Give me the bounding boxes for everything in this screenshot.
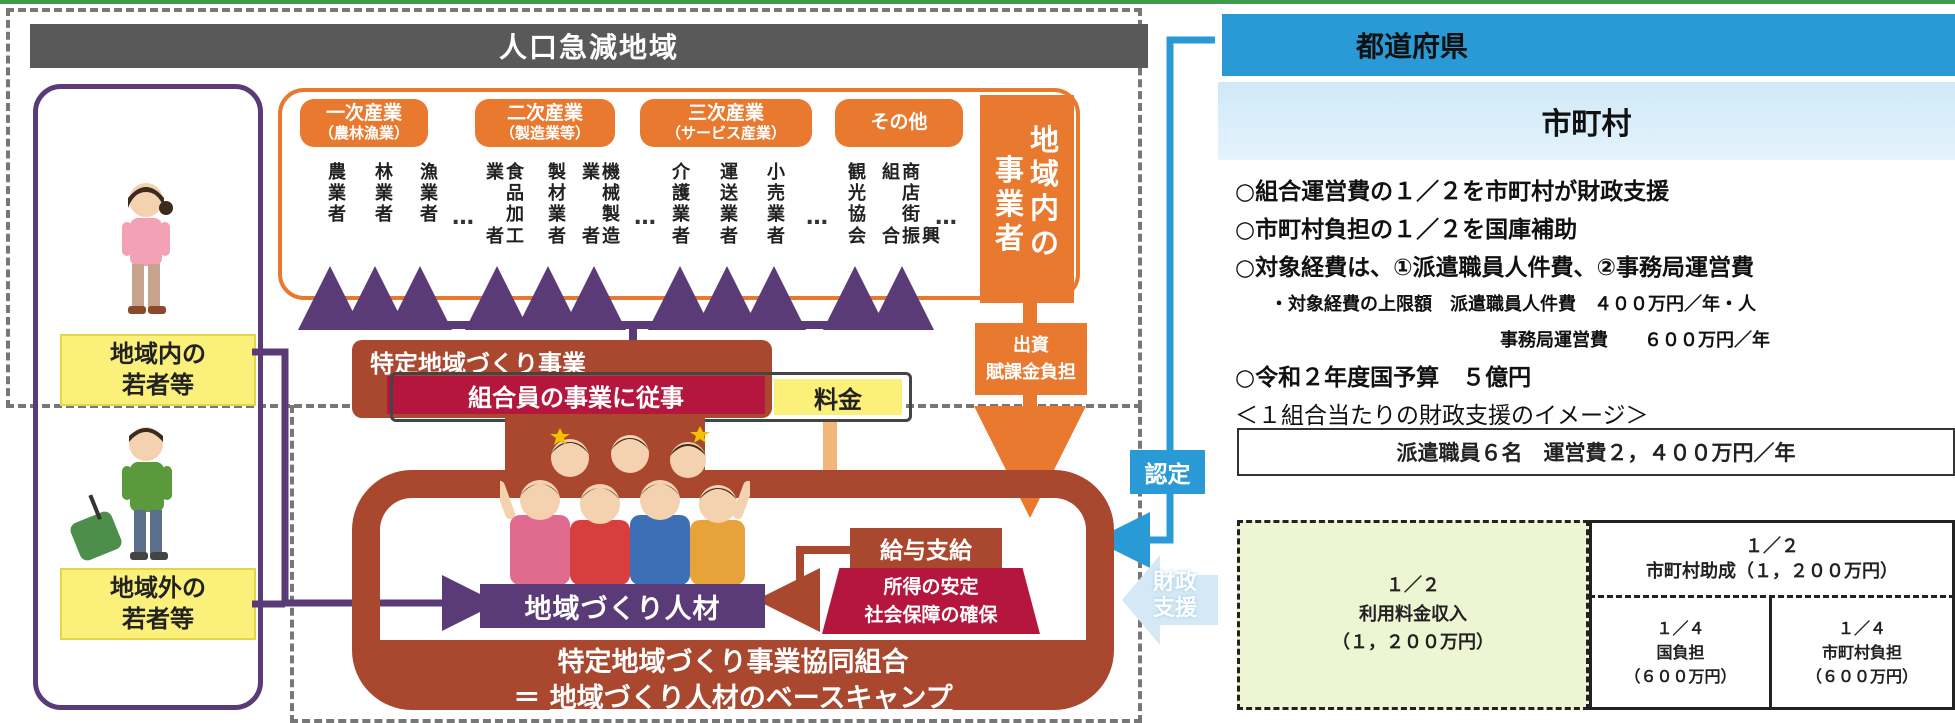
region-title: 人口急減地域	[30, 24, 1148, 68]
prefecture-band	[1602, 14, 1955, 76]
project-subtitle: 組合員の事業に従事	[387, 376, 765, 414]
image-title: ＜１組合当たりの財政支援のイメージ＞	[1235, 403, 1649, 429]
certify-label: 認定	[1130, 450, 1205, 494]
salary-title: 給与支給	[850, 528, 1002, 568]
muni-burden-label: 市町村負担	[1821, 642, 1902, 662]
coop-tagline: 地域づくり人材のベースキャンプ	[549, 683, 953, 714]
coop-name: 特定地域づくり事業協同組合	[557, 647, 909, 678]
fee-income-block: １／２ 利用料金収入 （１，２００万円）	[1237, 520, 1589, 710]
coop-stem	[505, 418, 705, 478]
fiscal-support-label: 財政 支援	[1152, 570, 1197, 622]
cap-row-2: 事務局運営費 ６００万円／年	[1500, 330, 1770, 351]
ellipsis-2: …	[634, 205, 656, 230]
business-foresters: 林業者	[375, 162, 393, 226]
cap-row-1: ・対象経費の上限額 派遣職員人件費 ４００万円／年・人	[1270, 294, 1756, 315]
business-food-processing: 業 者 食品加工	[486, 162, 524, 247]
national-label: 国負担	[1656, 642, 1705, 662]
coop-equals: ＝	[513, 683, 541, 714]
support-line-1: ○組合運営費の１／２を市町村が財政支援	[1235, 179, 1670, 205]
local-business-box: 地域内の 事業者	[980, 95, 1074, 303]
prefecture-header: 都道府県	[1222, 14, 1602, 76]
business-tourism: 観光協会	[848, 162, 866, 247]
traveler-man-illustration	[70, 427, 172, 561]
fee-label: 料金	[774, 379, 902, 415]
support-line-3: ○対象経費は、①派遣職員人件費、②事務局運営費	[1235, 255, 1755, 281]
top-rule	[0, 0, 1955, 4]
youth-column	[33, 84, 263, 710]
national-burden-block: １／４ 国負担 （６００万円）	[1589, 598, 1772, 710]
youth-inside-label: 地域内の 若者等	[60, 334, 256, 406]
national-amount: （６００万円）	[1624, 666, 1737, 686]
business-machinery: 業 者 機械製造	[582, 162, 620, 247]
muni-grant-label: 市町村助成（１，２００万円）	[1646, 561, 1898, 582]
talent-label: 地域づくり人材	[480, 584, 765, 628]
industry-tertiary-header: 三次産業（サービス産業）	[640, 99, 812, 147]
business-farmers: 農業者	[328, 162, 346, 226]
industry-secondary-header: 二次産業（製造業等）	[475, 99, 615, 147]
industry-primary-header: 一次産業（農林漁業）	[300, 99, 428, 147]
ellipsis-3: …	[806, 205, 828, 230]
fee-income-amount: （１，２００万円）	[1332, 632, 1494, 654]
business-lumber: 製材業者	[548, 162, 566, 247]
investment-label: 出資 賦課金負担	[975, 323, 1087, 395]
municipality-header: 市町村	[1218, 82, 1955, 160]
business-transport: 運送業者	[720, 162, 738, 247]
salary-text: 所得の安定 社会保障の確保	[822, 568, 1040, 634]
muni-burden-amount: （６００万円）	[1805, 666, 1918, 686]
business-care: 介護業者	[672, 162, 690, 247]
national-fraction: １／４	[1656, 618, 1705, 638]
business-fishers: 漁業者	[420, 162, 438, 226]
muni-burden-fraction: １／４	[1837, 618, 1886, 638]
muni-grant-fraction: １／２	[1745, 535, 1799, 557]
youth-outside-label: 地域外の 若者等	[60, 568, 256, 640]
coop-tagline-row: ＝ 地域づくり人材のベースキャンプ	[352, 676, 1114, 715]
business-retail: 小売業者	[767, 162, 785, 247]
industry-other-header: その他	[835, 99, 963, 147]
support-line-2: ○市町村負担の１／２を国庫補助	[1235, 217, 1578, 243]
ellipsis-1: …	[452, 205, 474, 230]
budget-line: ○令和２年度国予算 ５億円	[1235, 365, 1532, 391]
coop-frame	[352, 470, 1114, 710]
business-shopping-street: 組 合 商店街振 興	[882, 162, 940, 247]
muni-grant-block: １／２ 市町村助成（１，２００万円）	[1589, 520, 1955, 598]
fee-income-fraction: １／２	[1386, 574, 1440, 596]
fee-income-label: 利用料金収入	[1359, 603, 1467, 625]
talent-crowd-illustration	[500, 426, 750, 585]
summary-box: 派遣職員６名 運営費２，４００万円／年	[1237, 428, 1955, 476]
young-woman-illustration	[122, 183, 173, 314]
muni-burden-block: １／４ 市町村負担 （６００万円）	[1772, 598, 1955, 710]
ellipsis-4: …	[935, 205, 957, 230]
